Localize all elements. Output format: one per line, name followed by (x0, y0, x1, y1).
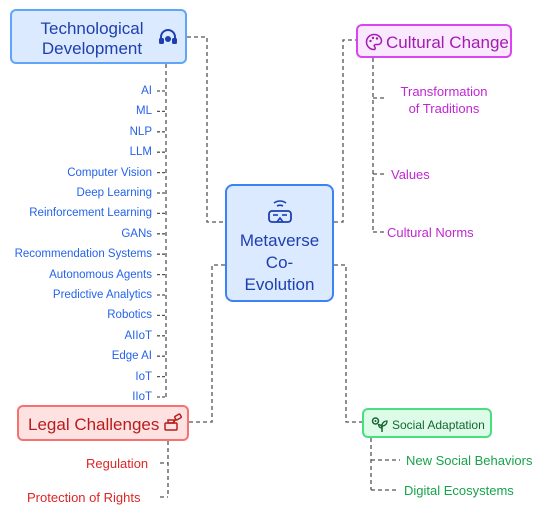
connector-center-culture (334, 39, 356, 223)
palette-icon (365, 33, 383, 51)
cultural-item-transformation: Transformation of Traditions (400, 84, 488, 116)
tech-item-autonomous-agents: Autonomous Agents (49, 268, 152, 281)
tech-item-ml: ML (136, 105, 152, 118)
metaverse-co-evolution-node[interactable]: Metaverse Co- Evolution (225, 184, 334, 302)
legal-challenges-title: Legal Challenges (28, 415, 160, 434)
legal-item-regulation: Regulation (86, 456, 149, 471)
tech-item-iot: IoT (135, 370, 152, 383)
cultural-item-values: Values (391, 167, 430, 182)
headset-support-icon (159, 29, 177, 44)
cultural-item-norms: Cultural Norms (387, 225, 474, 240)
tech-item-recommendation-systems: Recommendation Systems (14, 248, 152, 261)
sprout-gear-icon (371, 417, 388, 432)
legal-gavel-icon (164, 413, 182, 431)
connector-culture-branches (373, 97, 385, 233)
technological-development-node[interactable]: Technological Development (10, 9, 187, 64)
tech-item-iiot: IIoT (132, 391, 152, 403)
tech-item-nlp: NLP (129, 125, 152, 138)
vr-headset-wifi-icon (268, 200, 292, 223)
social-item-digital-ecosystems: Digital Ecosystems (404, 483, 514, 498)
tech-item-ai: AI (141, 85, 152, 97)
social-adaptation-title: Social Adaptation (392, 418, 485, 432)
cultural-change-title: Cultural Change (386, 33, 509, 52)
legal-item-protection-of-rights: Protection of Rights (27, 490, 141, 505)
connector-tech-center (187, 36, 225, 223)
legal-challenges-node[interactable]: Legal Challenges (17, 405, 189, 441)
social-adaptation-node[interactable]: Social Adaptation (362, 408, 492, 438)
connector-center-legal (189, 264, 225, 423)
tech-item-computer-vision: Computer Vision (67, 166, 152, 179)
connector-center-social (334, 264, 362, 423)
tech-item-aiiot: AIIoT (124, 329, 152, 342)
tech-item-robotics: Robotics (107, 309, 152, 322)
tech-item-deep-learning: Deep Learning (76, 187, 152, 199)
metaverse-co-evolution-title: Metaverse Co- Evolution (239, 231, 320, 294)
tech-item-edge-ai: Edge AI (111, 350, 152, 363)
tech-item-llm: LLM (129, 146, 152, 159)
social-item-new-social-behaviors: New Social Behaviors (406, 453, 533, 468)
connector-legal-branches (160, 462, 168, 498)
cultural-change-node[interactable]: Cultural Change (356, 24, 512, 58)
connector-social-branches (371, 459, 400, 491)
technological-development-title: Technological Development (40, 19, 144, 58)
tech-item-gans: GANs (121, 227, 152, 240)
tech-item-predictive-analytics: Predictive Analytics (52, 289, 152, 301)
tech-item-reinforcement-learning: Reinforcement Learning (29, 207, 152, 220)
